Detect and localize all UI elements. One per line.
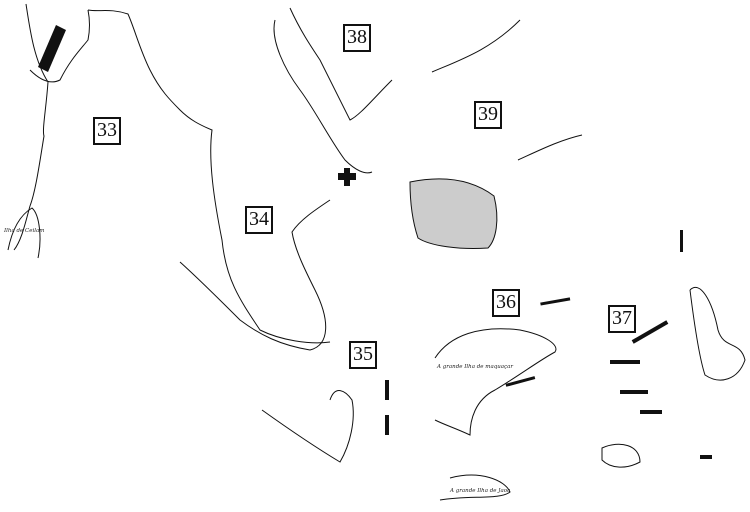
island-chain-marks bbox=[385, 230, 712, 459]
coastline-ceilam bbox=[7, 207, 41, 259]
coastline-timor bbox=[601, 443, 641, 468]
coastline-maquacar bbox=[434, 328, 557, 436]
coastline-bengal bbox=[273, 7, 393, 174]
panel-number-35: 35 bbox=[349, 341, 377, 369]
coastline-sumatra bbox=[261, 390, 354, 463]
panel-number-36: 36 bbox=[492, 289, 520, 317]
fort-icon bbox=[38, 25, 66, 72]
coastline-malay bbox=[179, 199, 331, 351]
panel-number-38: 38 bbox=[343, 24, 371, 52]
panel-number-34: 34 bbox=[245, 206, 273, 234]
coastline-moluccas bbox=[689, 287, 746, 381]
label-jaoa: A grande Ilha de Jaoa bbox=[450, 488, 511, 494]
label-maquacar: A grande Ilha de maquaçar bbox=[437, 364, 514, 370]
panel-number-39: 39 bbox=[474, 101, 502, 129]
island-hatched bbox=[409, 178, 498, 249]
coastline-china bbox=[431, 19, 583, 161]
coastline-jaoa bbox=[439, 474, 511, 501]
coastline-india-west bbox=[13, 3, 49, 251]
coastline-india-east bbox=[87, 9, 331, 344]
label-ceilam: Ilha de Ceilam bbox=[4, 228, 45, 234]
panel-number-33: 33 bbox=[93, 117, 121, 145]
cross-fort-icon bbox=[338, 168, 356, 186]
panel-number-37: 37 bbox=[608, 305, 636, 333]
coastline-indus bbox=[29, 9, 90, 83]
